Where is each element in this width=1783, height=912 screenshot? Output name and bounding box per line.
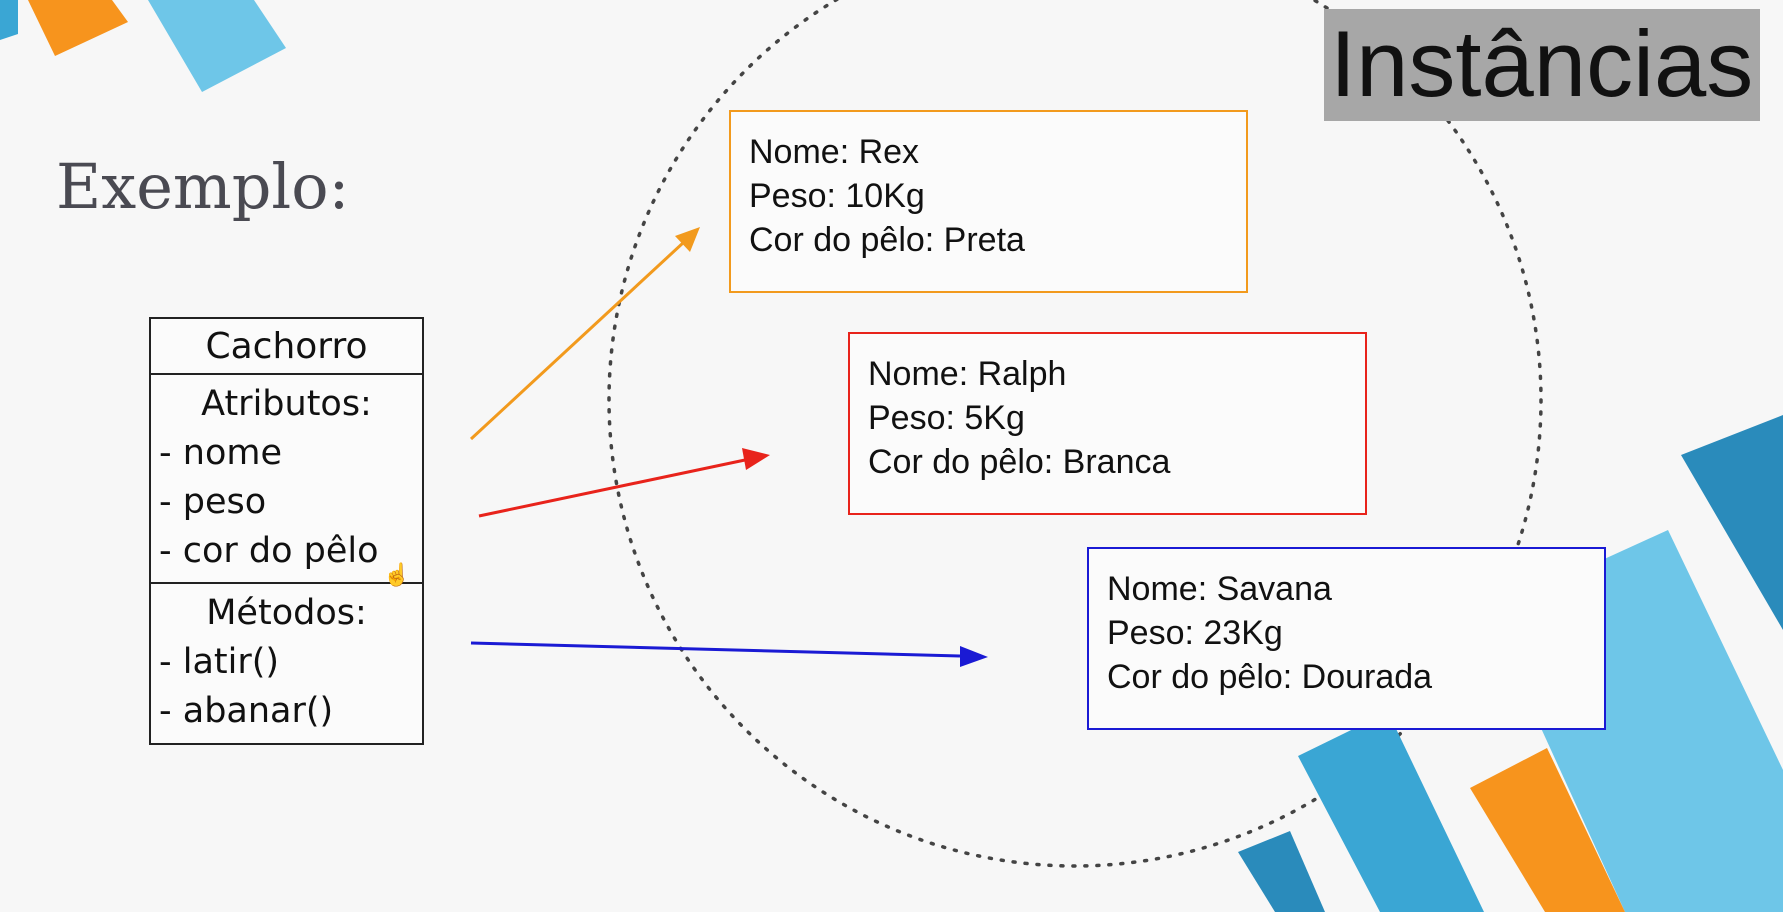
uml-methods-section: Métodos: - latir() - abanar() xyxy=(151,588,422,736)
instance-color: Cor do pêlo: Dourada xyxy=(1107,658,1433,696)
uml-methods-title: Métodos: xyxy=(206,593,367,633)
uml-attribute: - peso xyxy=(159,482,267,522)
uml-attribute: - cor do pêlo xyxy=(159,531,379,571)
slide-heading: Exemplo: xyxy=(56,150,350,223)
deco-bar-bottom-mid-blue xyxy=(1298,712,1484,912)
instance-color: Cor do pêlo: Preta xyxy=(749,221,1025,259)
uml-class-name: Cachorro xyxy=(151,319,422,375)
slide-title: Instâncias xyxy=(1330,11,1754,116)
instance-color: Cor do pêlo: Branca xyxy=(868,443,1171,481)
deco-bar-top-left-orange xyxy=(28,0,128,56)
uml-attributes-title: Atributos: xyxy=(201,384,372,424)
instance-name: Nome: Savana xyxy=(1107,570,1332,608)
instance-name: Nome: Ralph xyxy=(868,355,1067,393)
title-background xyxy=(1324,9,1760,121)
uml-class-diagram: Cachorro Atributos: - nome - peso - cor … xyxy=(149,317,424,745)
uml-attribute: - nome xyxy=(159,433,282,473)
instance-weight: Peso: 23Kg xyxy=(1107,614,1283,652)
deco-bar-top-left-blue-small xyxy=(0,0,18,40)
deco-bar-right-dark-blue xyxy=(1681,415,1783,630)
instance-box-savana: Nome: Savana Peso: 23Kg Cor do pêlo: Dou… xyxy=(1087,547,1606,730)
instance-weight: Peso: 5Kg xyxy=(868,399,1025,437)
uml-attributes-section: Atributos: - nome - peso - cor do pêlo xyxy=(151,379,422,584)
instance-name: Nome: Rex xyxy=(749,133,920,171)
hand-cursor-icon: ☝ xyxy=(383,562,411,587)
instance-box-ralph: Nome: Ralph Peso: 5Kg Cor do pêlo: Branc… xyxy=(848,332,1367,515)
deco-bar-bottom-dark-blue xyxy=(1238,831,1325,912)
instance-weight: Peso: 10Kg xyxy=(749,177,925,215)
uml-method: - latir() xyxy=(159,642,280,682)
instance-box-rex: Nome: Rex Peso: 10Kg Cor do pêlo: Preta xyxy=(729,110,1248,293)
deco-bar-top-left-light-blue xyxy=(148,0,286,92)
uml-method: - abanar() xyxy=(159,691,334,731)
deco-bar-bottom-orange xyxy=(1470,748,1625,912)
